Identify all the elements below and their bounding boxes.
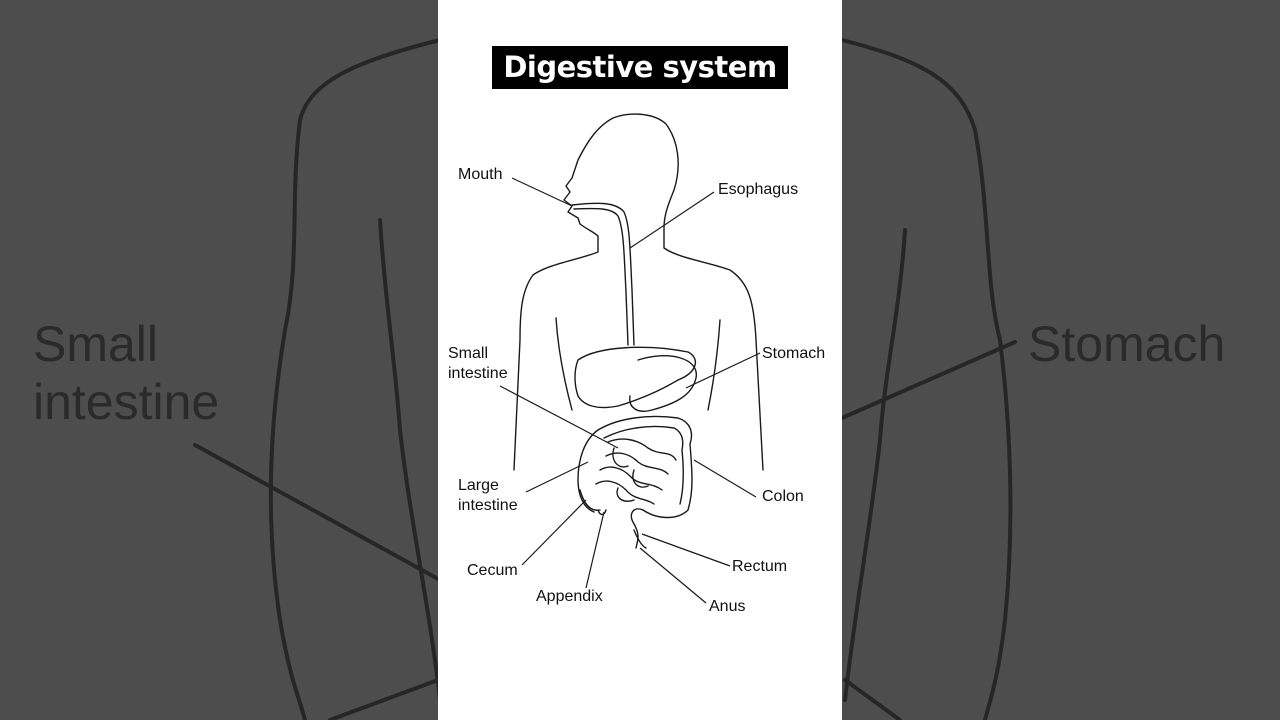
pointer-stomach — [685, 352, 761, 389]
cecum — [579, 489, 601, 511]
colon-inner — [603, 425, 685, 505]
label-small-intestine: Small intestine — [448, 344, 508, 384]
diagram-card: Digestive system — [438, 0, 842, 720]
liver — [574, 346, 697, 409]
pointer-large-intestine — [525, 461, 589, 493]
pointer-rectum — [641, 533, 731, 567]
label-cecum: Cecum — [467, 562, 518, 579]
appendix — [597, 509, 607, 516]
label-large-intestine-line1: Large — [458, 477, 499, 494]
bg-pointer-bottom-right — [843, 678, 902, 720]
label-mouth: Mouth — [458, 166, 503, 183]
esophagus-tube-inner — [573, 207, 629, 346]
body-outline — [513, 113, 764, 471]
label-large-intestine-line2: intestine — [458, 497, 518, 514]
bg-label-line1: Small — [33, 316, 159, 372]
pointer-esophagus — [629, 191, 715, 249]
pointer-colon — [693, 459, 757, 498]
bg-pointer-right — [840, 340, 1017, 420]
torso-inner-left — [555, 317, 573, 411]
label-appendix: Appendix — [536, 588, 603, 605]
stomach — [629, 354, 697, 412]
small-intestine — [595, 438, 677, 505]
bg-pointer-bottom-left — [328, 678, 440, 720]
label-small-intestine-line1: Small — [448, 345, 489, 362]
ascending-colon — [577, 429, 599, 513]
bg-arm-left — [378, 218, 442, 702]
pointer-anus — [639, 547, 707, 604]
bg-body-outline-right — [840, 38, 1013, 720]
label-large-intestine: Large intestine — [458, 476, 518, 516]
pointer-small-intestine — [499, 385, 619, 449]
label-stomach: Stomach — [762, 345, 826, 362]
pointer-cecum — [521, 499, 587, 566]
bg-label-stomach: Stomach — [1028, 316, 1226, 372]
label-small-intestine-line2: intestine — [448, 365, 508, 382]
digestive-diagram — [499, 113, 764, 604]
pointer-appendix — [585, 511, 605, 589]
anus-end — [633, 529, 647, 549]
bg-label-line2: intestine — [33, 373, 220, 430]
label-esophagus: Esophagus — [718, 181, 799, 198]
bg-pointer-left — [193, 443, 442, 582]
pointer-mouth — [511, 177, 573, 207]
label-rectum: Rectum — [732, 558, 788, 575]
label-anus: Anus — [709, 598, 746, 615]
label-colon: Colon — [762, 488, 804, 505]
torso-inner-right — [707, 319, 721, 411]
esophagus-tube — [571, 202, 635, 346]
page-title: Digestive system — [492, 46, 788, 89]
colon — [597, 415, 693, 519]
bg-body-outline-left — [268, 38, 442, 720]
rectum — [630, 508, 644, 549]
bg-arm-right — [843, 228, 907, 702]
bg-label-small-intestine: Small intestine — [33, 316, 219, 431]
